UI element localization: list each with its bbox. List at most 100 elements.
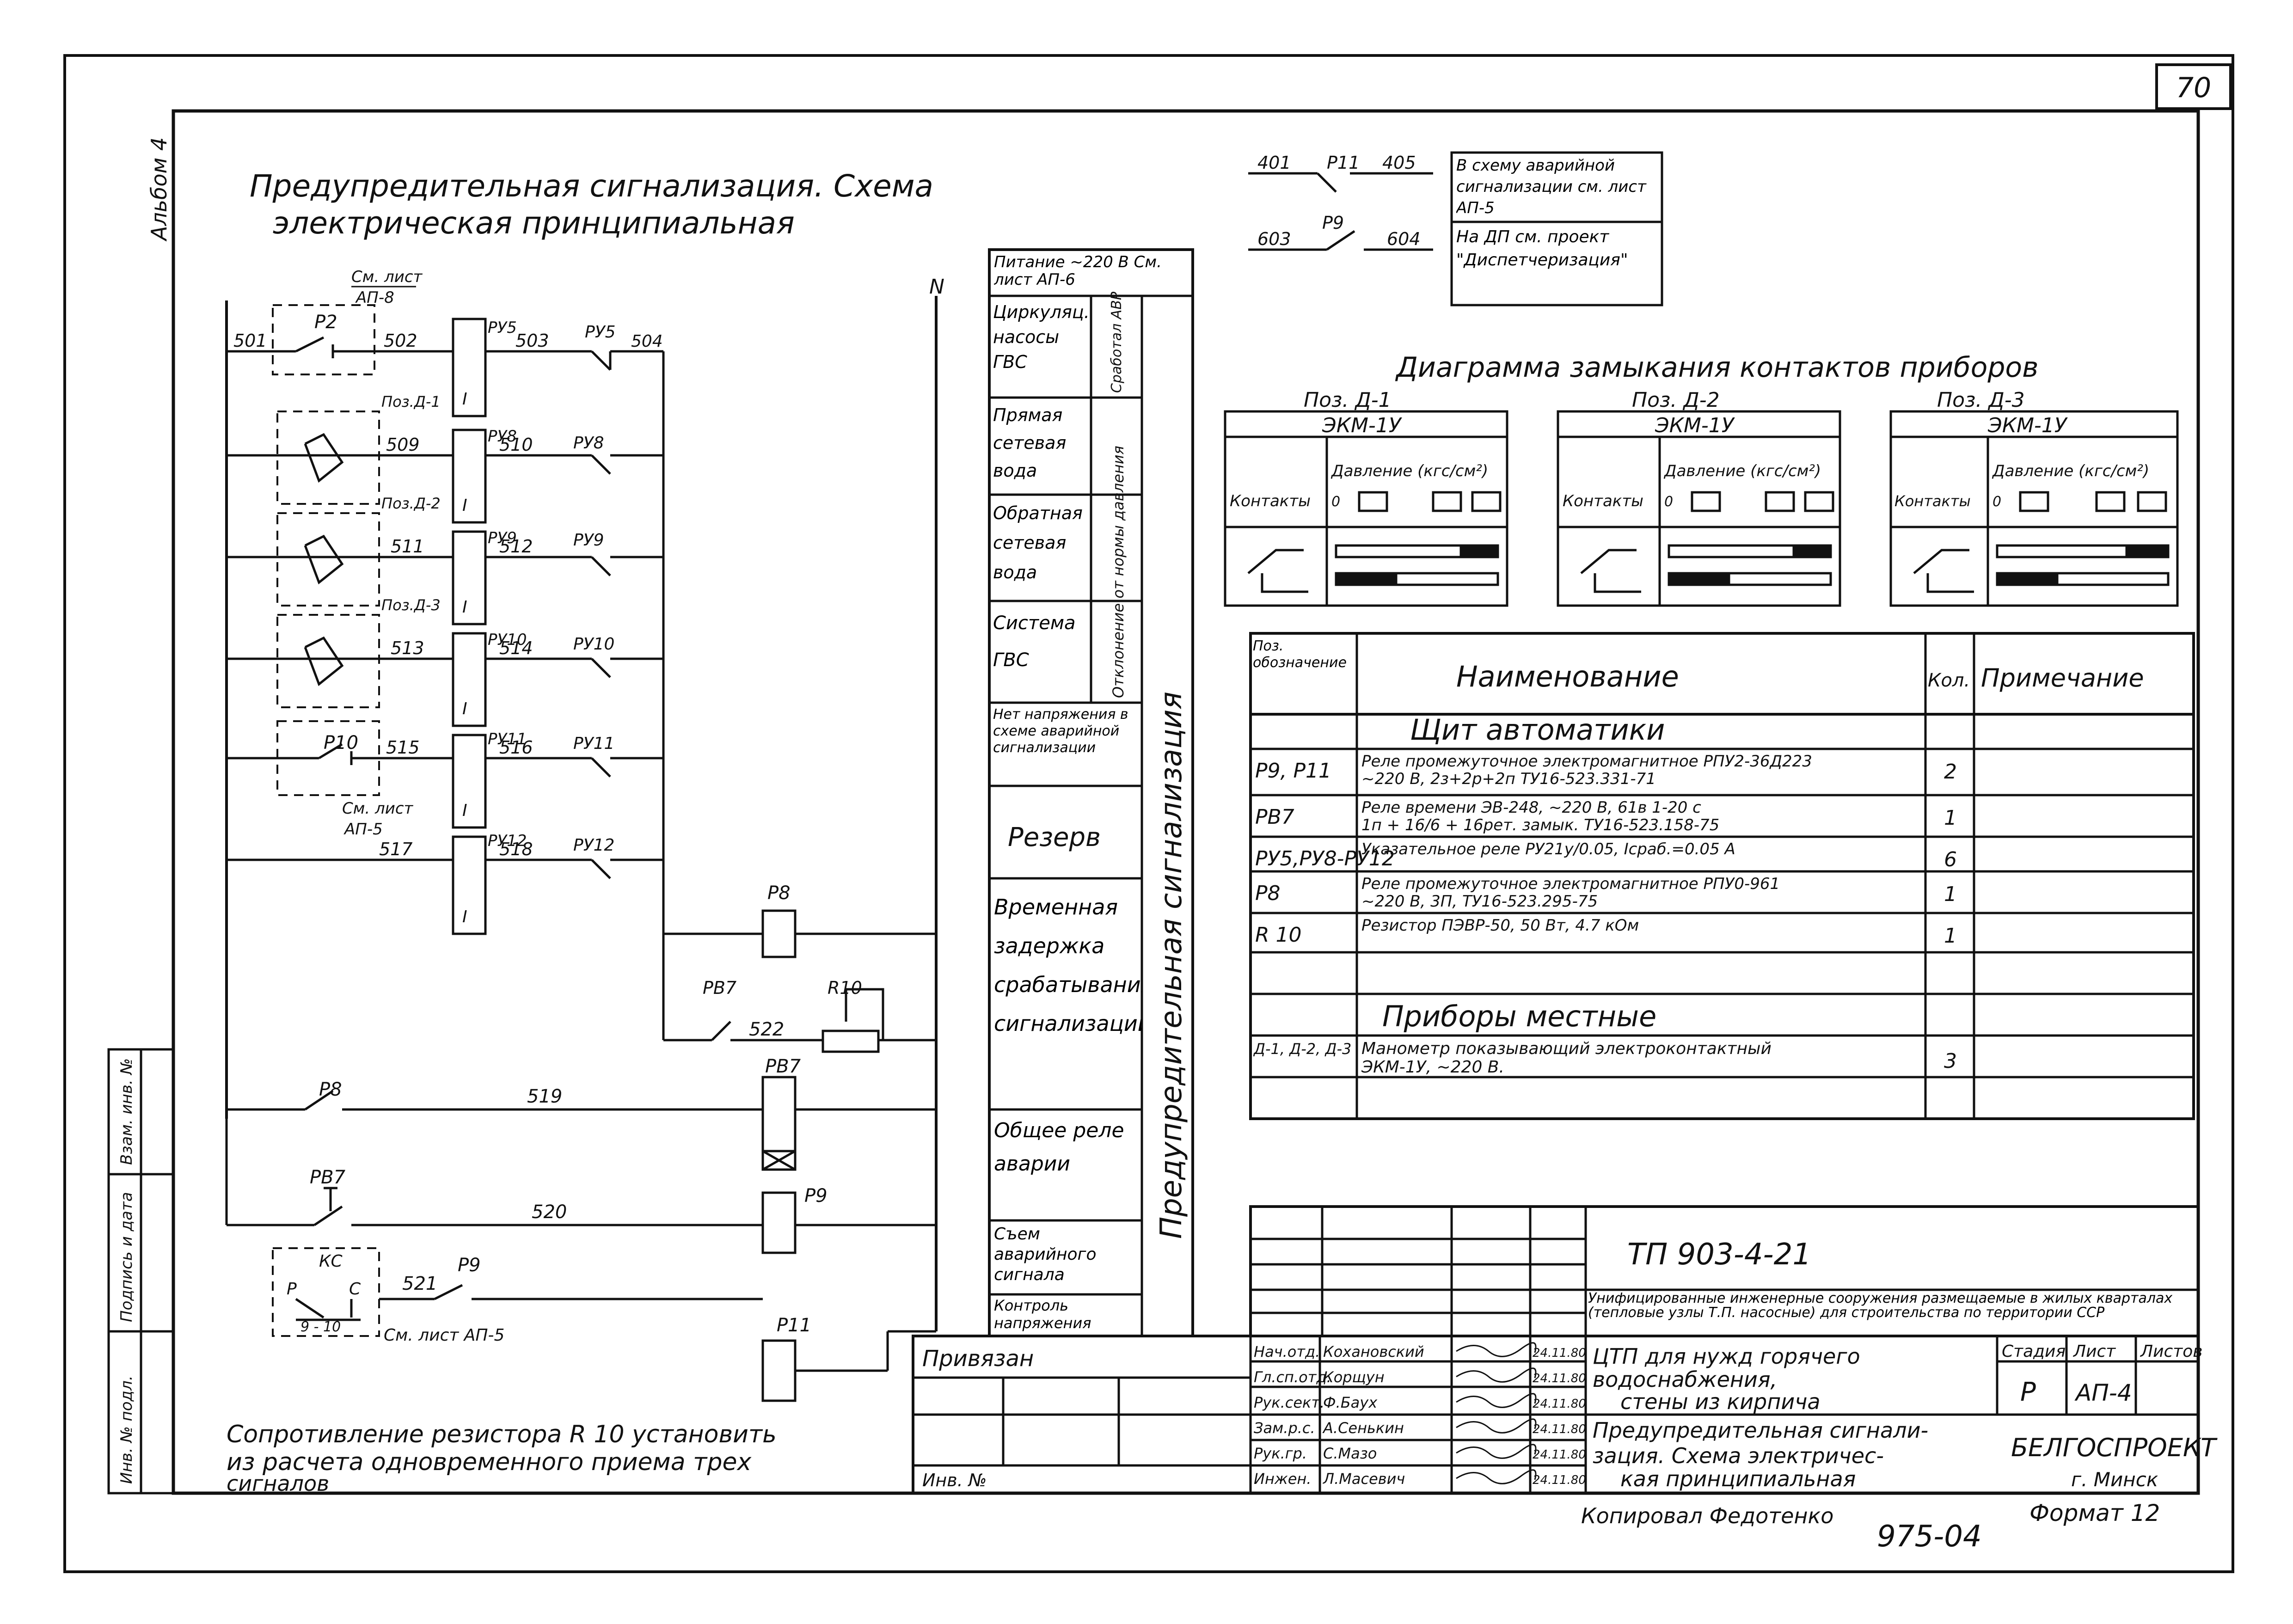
sheet-title-line1: Предупредительная сигнализация. Схема xyxy=(250,168,933,204)
wire-520: 520 xyxy=(532,1201,567,1223)
spec-row-poz: РУ5,РУ8-РУ12 xyxy=(1255,847,1395,870)
ry5-contact: РУ5 xyxy=(585,323,616,342)
func-system: Система ГВС xyxy=(993,613,1076,671)
stamp-role: Зам.р.с. xyxy=(1254,1419,1315,1437)
spec-row-name: Манометр показывающий электроконтактный xyxy=(1361,1039,1772,1058)
th-qty: Кол. xyxy=(1928,670,1970,691)
spec-row-name: Реле промежуточное электромагнитное РПУ2… xyxy=(1361,752,1812,771)
kc-contacts: 9 - 10 xyxy=(300,1319,341,1335)
panel-d1-device: ЭКМ-1У xyxy=(1322,414,1403,437)
wire-604: 604 xyxy=(1387,229,1421,249)
wire-519: 519 xyxy=(527,1086,562,1107)
func-reset: Съем аварийного сигнала xyxy=(994,1225,1096,1284)
stamp-object3: стены из кирпича xyxy=(1620,1389,1821,1414)
p9-contact-label: P9 xyxy=(458,1255,481,1276)
signature xyxy=(1456,1418,1537,1434)
func-return: Обратная сетевая вода xyxy=(993,503,1083,582)
wire-521: 521 xyxy=(402,1273,437,1294)
signature xyxy=(1456,1367,1537,1383)
stamp-person: Корщун xyxy=(1323,1368,1385,1386)
wire-603: 603 xyxy=(1257,229,1291,249)
relay-p10-label: P10 xyxy=(324,732,358,754)
strip-podp: Подпись и дата xyxy=(117,1192,136,1322)
wire-515: 515 xyxy=(386,737,420,758)
coil-mark: I xyxy=(462,496,467,515)
signature xyxy=(1456,1342,1537,1357)
spec-table: Поз. обозначение Наименование Кол. Приме… xyxy=(1249,632,2195,1120)
panel-d1-poz: Поз. Д-1 xyxy=(1304,388,1392,412)
func-delay: Временная задержка срабатывания сигнализ… xyxy=(994,895,1142,1036)
strip-inv: Инв. № подл. xyxy=(117,1375,136,1484)
ry12-contact: РУ12 xyxy=(573,836,614,855)
stamp-sheet-title1: Предупредительная сигнали- xyxy=(1593,1418,1928,1443)
relay-p9-label: P9 xyxy=(804,1185,828,1207)
poz-d1-ref: Поз.Д-1 xyxy=(381,393,441,411)
stamp-date: 24.11.80 xyxy=(1533,1473,1586,1487)
wire-514: 514 xyxy=(499,638,533,658)
panel-d2-zero: 0 xyxy=(1664,494,1673,510)
stamp-bound: Привязан xyxy=(922,1346,1034,1372)
func-vertical-title: Предупредительная сигнализация xyxy=(1154,692,1189,1239)
p8-contact-label: P8 xyxy=(319,1079,342,1100)
stamp-person: С.Мазо xyxy=(1323,1445,1377,1462)
poz-d3-ref: Поз.Д-3 xyxy=(381,596,441,614)
panel-d2: Поз. Д-2 ЭКМ-1У Контакты Давление (кгс/с… xyxy=(1557,388,1841,607)
wire-503: 503 xyxy=(515,331,549,351)
th-note: Примечание xyxy=(1981,663,2144,692)
wire-517: 517 xyxy=(379,839,413,859)
func-novoltage: Нет напряжения в схеме аварийной сигнали… xyxy=(993,706,1128,756)
spec-row-qty: 1 xyxy=(1944,806,1957,830)
contact-diagram: Диаграмма замыкания контактов приборов П… xyxy=(1224,351,2179,607)
stamp-stage: Р xyxy=(2020,1377,2036,1407)
spec-row-name: 1п + 16/6 + 16рет. замык. ТУ16-523.158-7… xyxy=(1361,816,1719,834)
func-direct: Прямая сетевая вода xyxy=(993,405,1066,481)
panel-d1-contacts: Контакты xyxy=(1230,492,1311,510)
stamp-person: А.Сенькин xyxy=(1322,1419,1404,1437)
coil-output-lines: 503 РУ5 504 510 РУ8 512 РУ9 514 РУ10 516… xyxy=(485,323,665,911)
wire-501: 501 xyxy=(233,331,267,351)
stamp-role: Рук.сект. xyxy=(1254,1394,1324,1411)
panel-d3-contacts: Контакты xyxy=(1894,492,1971,510)
func-common: Общее реле аварии xyxy=(994,1119,1124,1176)
panel-d3-pressure: Давление (кгс/см²) xyxy=(1992,462,2149,480)
th-name: Наименование xyxy=(1456,660,1679,693)
func-power: Питание ~220 В См. лист АП-6 xyxy=(994,253,1162,288)
stamp-role: Нач.отд. xyxy=(1254,1343,1320,1360)
panel-d2-pressure: Давление (кгс/см²) xyxy=(1663,462,1821,480)
page-number: 70 xyxy=(2176,72,2211,104)
contact-diagram-title: Диаграмма замыкания контактов приборов xyxy=(1395,351,2039,384)
spec-row-qty: 2 xyxy=(1944,760,1957,784)
poz-d2-ref: Поз.Д-2 xyxy=(381,495,441,512)
ry9-contact: РУ9 xyxy=(573,531,604,550)
external-links: 401 P11 405 603 P9 604 В схему аварийной… xyxy=(1248,151,1663,306)
ry12-label: РУ12 xyxy=(488,832,527,850)
func-pressure-side: Отклонение от нормы давления xyxy=(1110,446,1127,698)
stamp-date: 24.11.80 xyxy=(1533,1397,1586,1411)
stamp-sheets-h: Листов xyxy=(2140,1342,2202,1361)
indicator-relays: I I I I I I РУ5 РУ8 РУ9 РУ10 РУ11 РУ12 xyxy=(452,318,527,935)
relay-p8-label: P8 xyxy=(767,882,791,904)
func-control: Контроль напряжения xyxy=(994,1297,1091,1332)
wire-518: 518 xyxy=(499,839,533,859)
function-column: Питание ~220 В См. лист АП-6 Циркуляц. н… xyxy=(988,248,1194,1337)
stamp-object1: ЦТП для нужд горячего xyxy=(1593,1344,1860,1369)
section-local: Приборы местные xyxy=(1382,999,1656,1033)
spec-row-name: Реле времени ЭВ-248, ~220 В, 61в 1-20 с xyxy=(1361,798,1701,817)
panel-d3-poz: Поз. Д-3 xyxy=(1937,388,2025,412)
panel-d3-zero: 0 xyxy=(1993,494,2001,510)
spec-row-name: Резистор ПЭВР-50, 50 Вт, 4.7 кОм xyxy=(1361,916,1639,935)
wire-516: 516 xyxy=(499,737,533,758)
func-pumps-side: Сработал АВР xyxy=(1109,291,1125,393)
stamp-sheet: АП-4 xyxy=(2074,1379,2132,1406)
wire-511: 511 xyxy=(391,536,424,557)
stamp-date: 24.11.80 xyxy=(1533,1422,1586,1436)
relay-p11-label: P11 xyxy=(777,1315,811,1336)
sheet-title-line2: электрическая принципиальная xyxy=(273,205,795,241)
ref-ap5-b: АП-5 xyxy=(343,820,383,839)
ry10-label: РУ10 xyxy=(488,631,527,649)
ry5-label: РУ5 xyxy=(488,319,517,337)
stamp-date: 24.11.80 xyxy=(1533,1372,1586,1385)
stamp-date: 24.11.80 xyxy=(1533,1346,1586,1360)
pressure-switches: 509 Поз.Д-1 511 Поз.Д-2 513 Поз.Д-3 xyxy=(227,393,453,708)
